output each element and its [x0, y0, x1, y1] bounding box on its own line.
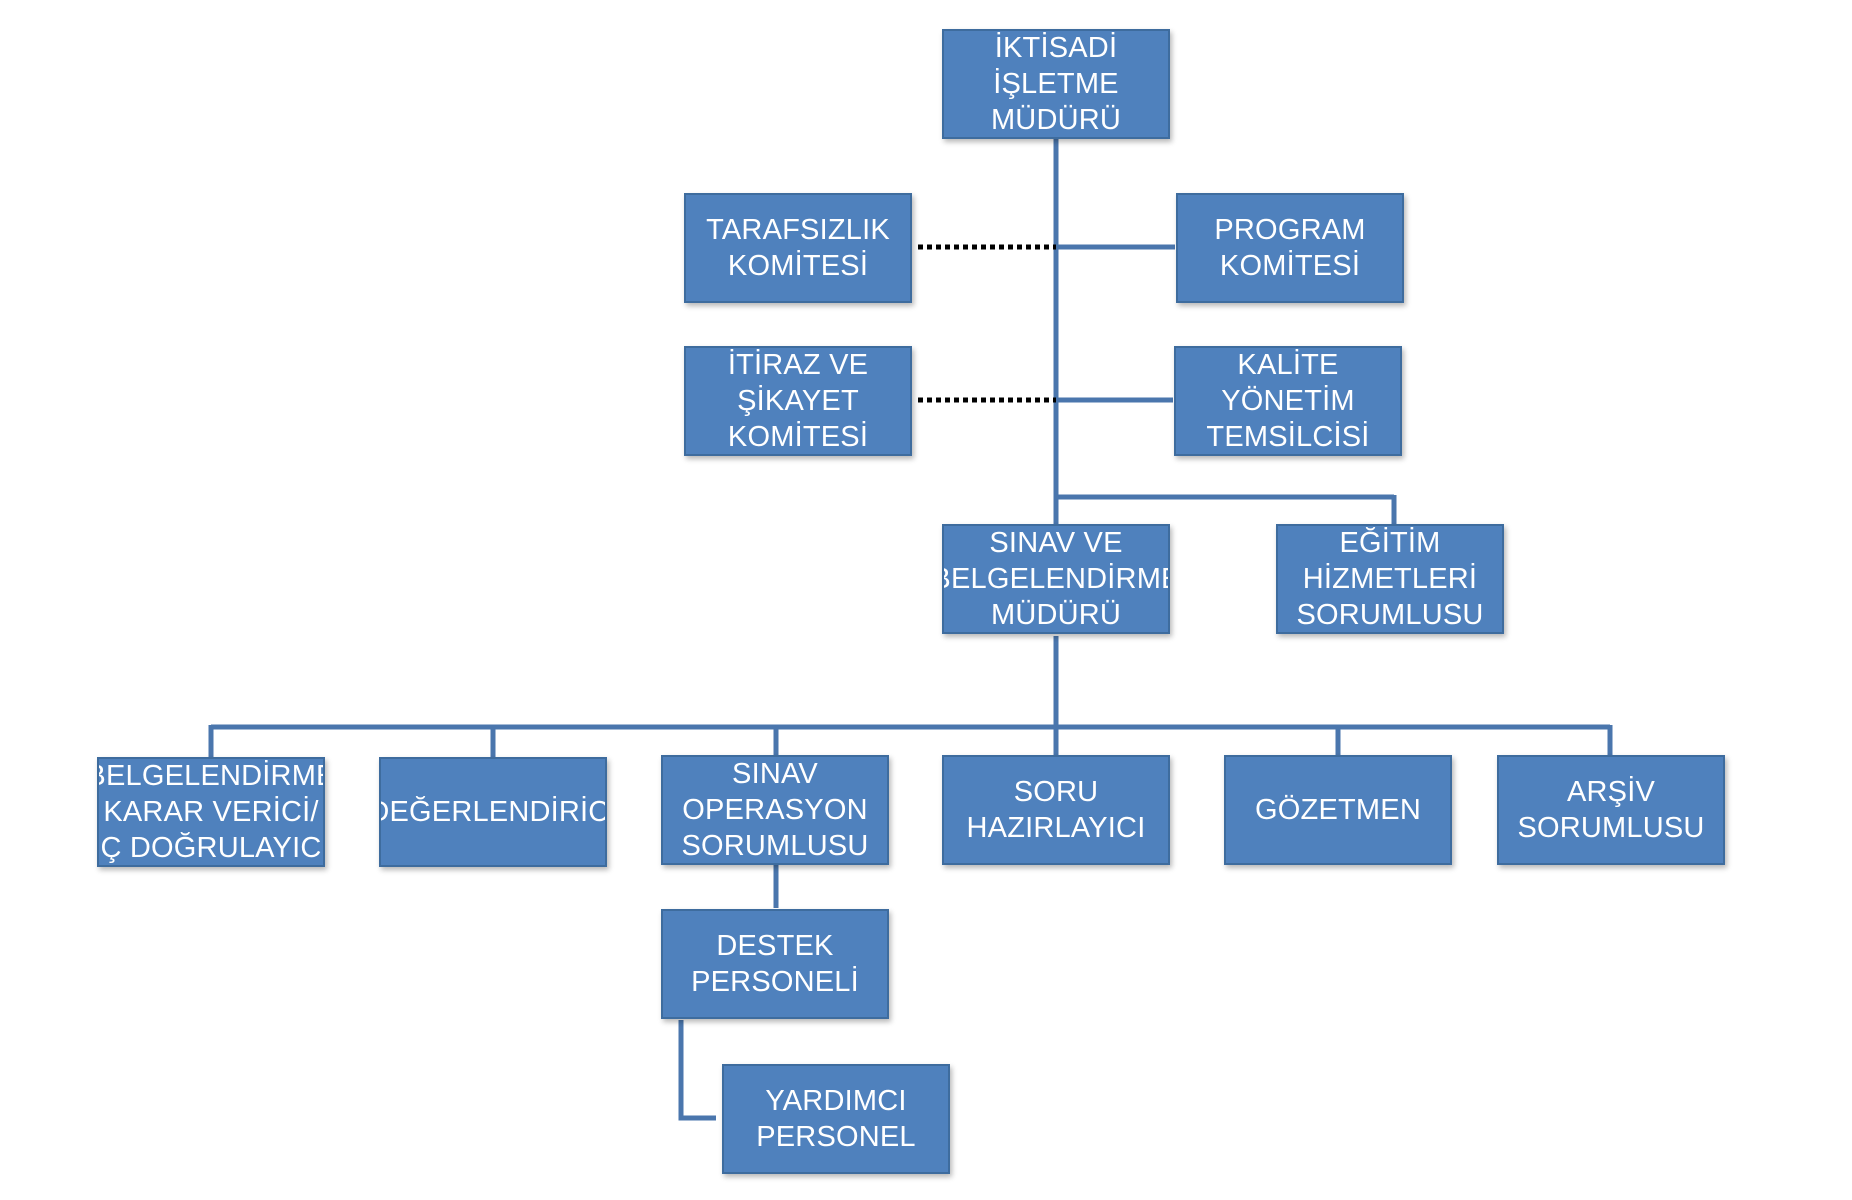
node-sinav-operasyon-sorumlusu: SINAV OPERASYON SORUMLUSU [661, 755, 889, 865]
node-degerlendirici: DEĞERLENDİRİCİ [379, 757, 607, 867]
node-destek-personeli: DESTEK PERSONELİ [661, 909, 889, 1019]
node-belgelendirme-karar-verici: BELGELENDİRME KARAR VERİCİ/ İÇ DOĞRULAYI… [97, 757, 325, 867]
node-program-komitesi: PROGRAM KOMİTESİ [1176, 193, 1404, 303]
node-iktisadi-isletme-muduru: İKTİSADİ İŞLETME MÜDÜRÜ [942, 29, 1170, 139]
node-tarafsizlik-komitesi: TARAFSIZLIK KOMİTESİ [684, 193, 912, 303]
node-kalite-yonetim-temsilcisi: KALİTE YÖNETİM TEMSİLCİSİ [1174, 346, 1402, 456]
node-egitim-hizmetleri-sorumlusu: EĞİTİM HİZMETLERİ SORUMLUSU [1276, 524, 1504, 634]
node-yardimci-personel: YARDIMCI PERSONEL [722, 1064, 950, 1174]
node-gozetmen: GÖZETMEN [1224, 755, 1452, 865]
node-sinav-ve-belgelendirme-muduru: SINAV VE BELGELENDİRME MÜDÜRÜ [942, 524, 1170, 634]
node-soru-hazirlayici: SORU HAZIRLAYICI [942, 755, 1170, 865]
node-itiraz-ve-sikayet-komitesi: İTİRAZ VE ŞİKAYET KOMİTESİ [684, 346, 912, 456]
connector-yardimci-personel [678, 1020, 716, 1121]
node-arsiv-sorumlusu: ARŞİV SORUMLUSU [1497, 755, 1725, 865]
